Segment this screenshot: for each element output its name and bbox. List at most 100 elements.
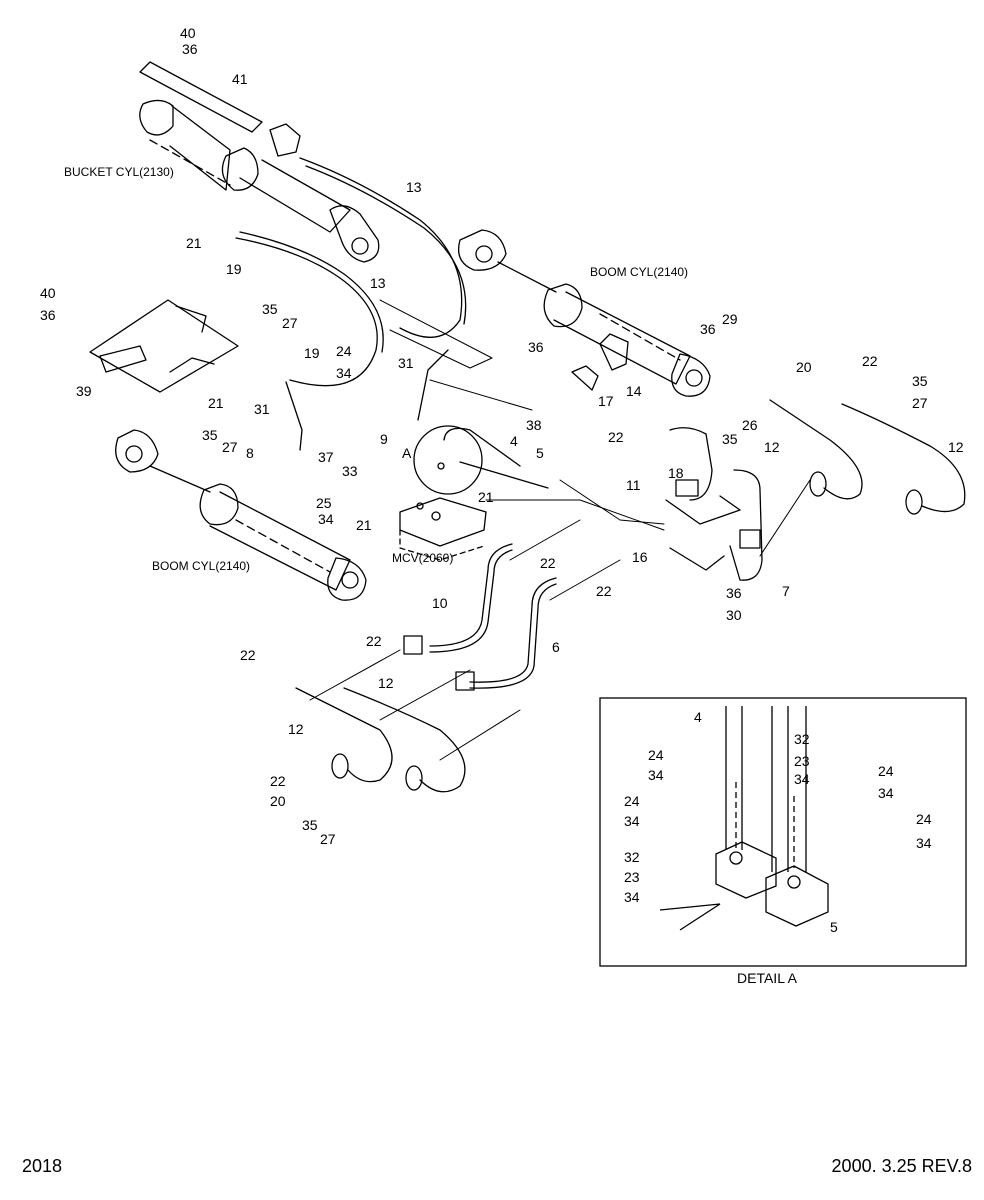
boom-cylinder-lower [115, 429, 367, 601]
callout: 27 [912, 395, 928, 411]
hose-12-lower-b [343, 687, 466, 793]
bucket-cylinder-caption: BUCKET CYL(2130) [64, 165, 174, 179]
callout: 27 [320, 831, 336, 847]
callout: 24 [648, 747, 664, 763]
callout: 34 [624, 813, 640, 829]
callout: 22 [270, 773, 286, 789]
callout: 21 [208, 395, 224, 411]
clamp-17 [571, 365, 599, 391]
hose-13-lower [235, 237, 378, 387]
pipe-4 [443, 427, 521, 467]
callout: 34 [336, 365, 352, 381]
callout: 13 [370, 275, 386, 291]
callout: 21 [356, 517, 372, 533]
hose-13-upper-b [305, 165, 467, 325]
callout-labels: 40 36 41 13 21 19 35 27 13 40 36 39 24 3… [40, 25, 964, 935]
callout: 35 [722, 431, 738, 447]
callout: 36 [40, 307, 56, 323]
callout: 13 [406, 179, 422, 195]
page-number: 2018 [22, 1156, 63, 1176]
callout: 27 [222, 439, 238, 455]
callout: 17 [598, 393, 614, 409]
callout: 38 [526, 417, 542, 433]
callout: 37 [318, 449, 334, 465]
callout: 22 [240, 647, 256, 663]
callout: 27 [282, 315, 298, 331]
callout: 34 [794, 771, 810, 787]
hose-12-right-a [769, 399, 863, 500]
callout: 36 [182, 41, 198, 57]
detail-a-title: DETAIL A [737, 970, 797, 986]
hose-12-right-b [841, 403, 966, 513]
callout: 12 [948, 439, 964, 455]
callout: 34 [916, 835, 932, 851]
pipe-8 [285, 381, 303, 451]
callout: 9 [380, 431, 388, 447]
callout: 14 [626, 383, 642, 399]
callout: 22 [366, 633, 382, 649]
callout: 40 [40, 285, 56, 301]
callout: 24 [878, 763, 894, 779]
callout: 36 [528, 339, 544, 355]
callout: 29 [722, 311, 738, 327]
callout: 12 [288, 721, 304, 737]
callout: 34 [648, 767, 664, 783]
callout: 18 [668, 465, 684, 481]
callout: 34 [624, 889, 640, 905]
callout: 34 [318, 511, 334, 527]
pipe-5 [459, 461, 549, 489]
callout: 30 [726, 607, 742, 623]
callout: 4 [694, 709, 702, 725]
callout: 20 [270, 793, 286, 809]
callout: 24 [624, 793, 640, 809]
callout: 12 [764, 439, 780, 455]
callout: 4 [510, 433, 518, 449]
callout: 5 [830, 919, 838, 935]
callout: 5 [536, 445, 544, 461]
callout: 22 [862, 353, 878, 369]
callout: 16 [632, 549, 648, 565]
callout: 36 [726, 585, 742, 601]
revision-date: 2000. 3.25 REV.8 [831, 1156, 972, 1176]
callout: 32 [794, 731, 810, 747]
boom-cylinder-upper-caption: BOOM CYL(2140) [590, 265, 688, 279]
detail-marker: A [402, 445, 412, 461]
callout: 10 [432, 595, 448, 611]
callout: 24 [916, 811, 932, 827]
callout: 21 [478, 489, 494, 505]
callout: 34 [878, 785, 894, 801]
callout: 25 [316, 495, 332, 511]
callout: 11 [626, 477, 641, 493]
hose-12-lower-a [295, 687, 393, 783]
callout: 22 [596, 583, 612, 599]
pipe-10-b [429, 549, 513, 653]
clamp-16 [669, 547, 725, 571]
callout: 8 [246, 445, 254, 461]
callout: 35 [202, 427, 218, 443]
bucket-cylinder [139, 61, 380, 263]
boom-cylinder-upper [457, 229, 711, 397]
pipe-7 [729, 469, 763, 581]
callout: 19 [304, 345, 320, 361]
pipe-6-b [469, 583, 557, 689]
callout: 36 [700, 321, 716, 337]
callout: 33 [342, 463, 358, 479]
mcv-caption: MCV(2060) [392, 551, 453, 565]
clamp-14 [599, 333, 629, 371]
callout: 19 [226, 261, 242, 277]
callout: 31 [398, 355, 414, 371]
clamp-18-plate [665, 495, 741, 525]
cover-plate [89, 299, 239, 393]
callout: 7 [782, 583, 790, 599]
callout: 23 [794, 753, 810, 769]
callout: 26 [742, 417, 758, 433]
pipe-9 [417, 349, 449, 421]
callout: 40 [180, 25, 196, 41]
hose-13-lower-b [239, 231, 384, 353]
detail-a-circle [413, 425, 483, 495]
callout: 21 [186, 235, 202, 251]
callout: 22 [540, 555, 556, 571]
callout: 20 [796, 359, 812, 375]
callout: 41 [232, 71, 248, 87]
